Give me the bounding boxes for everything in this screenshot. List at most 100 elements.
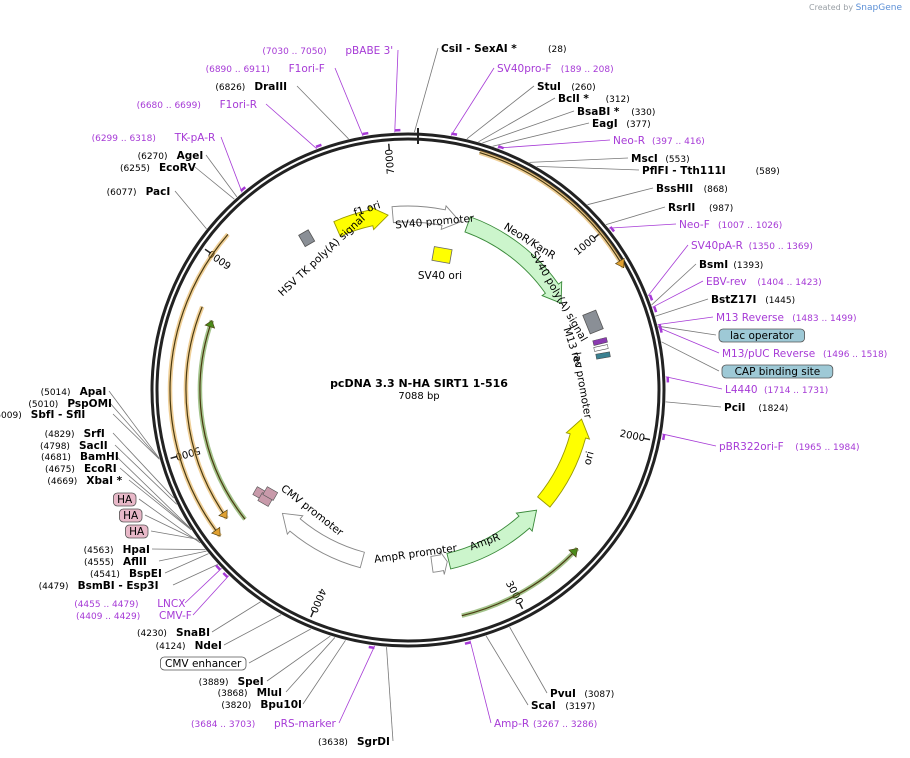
- site-label-52: EcoRV(6255): [120, 162, 197, 174]
- primer-marker-22: [661, 434, 666, 441]
- site-label-43: XbaI *(4669): [47, 475, 122, 487]
- site-name-42: HA: [129, 526, 145, 538]
- site-name-21: PciI: [724, 402, 745, 414]
- site-label-49: PspOMI(5010): [28, 398, 112, 410]
- primer-marker-34: [222, 572, 229, 578]
- primer-marker-57: [362, 131, 369, 136]
- site-name-38: AflII: [123, 556, 147, 568]
- site-pos-39: (4563): [84, 546, 114, 556]
- branding-name: SnapGene: [855, 3, 902, 13]
- site-name-7: MscI: [631, 153, 658, 165]
- site-label-4: BsaBI *(330): [577, 106, 655, 118]
- site-pos-23: (3087): [584, 690, 614, 700]
- site-pos-6: (397 .. 416): [652, 137, 705, 147]
- site-name-47: SrfI: [84, 428, 105, 440]
- site-name-55: F1ori-R: [220, 99, 257, 111]
- leader-7: [529, 157, 629, 163]
- label-hsv-tk-polya: HSV TK poly(A) signal: [276, 213, 367, 299]
- site-name-46: SacII: [79, 440, 108, 452]
- leader-51: [174, 190, 207, 230]
- site-label-48: SbfI - SflI(5009): [0, 409, 85, 421]
- site-pos-12: (1350 .. 1369): [749, 242, 813, 252]
- site-pos-55: (6680 .. 6699): [137, 101, 201, 111]
- site-label-51: PacI(6077): [107, 186, 171, 198]
- site-pos-33: (4230): [137, 629, 167, 639]
- small-features: [252, 229, 611, 507]
- site-label-57: F1ori-F(6890 .. 6911): [206, 63, 325, 75]
- site-pos-0: (28): [548, 45, 566, 55]
- orf-arc-1: [461, 548, 578, 617]
- site-pos-50: (5014): [41, 388, 71, 398]
- site-name-39: HpaI: [123, 544, 150, 556]
- orf-arc-4: [199, 320, 246, 520]
- primer-marker-25: [464, 641, 471, 645]
- leader-10: [605, 206, 666, 225]
- leader-58: [394, 49, 399, 133]
- site-name-43: XbaI *: [86, 475, 122, 487]
- site-label-40: HA: [113, 492, 137, 507]
- orf-head-2: [211, 526, 221, 537]
- site-label-29: MluI(3868): [218, 687, 282, 699]
- leader-57: [334, 67, 364, 137]
- site-label-1: SV40pro-F(189 .. 208): [497, 63, 614, 75]
- site-pos-21: (1824): [758, 404, 788, 414]
- sv40-ori-box: [431, 246, 453, 264]
- site-label-8: PflFI - Tth111I(589): [642, 165, 780, 177]
- leader-40: [138, 498, 201, 544]
- site-pos-58: (7030 .. 7050): [262, 47, 326, 57]
- site-label-50: ApaI(5014): [41, 386, 107, 398]
- primer-marker-54: [240, 186, 247, 192]
- site-label-6: Neo-R (397 .. 416): [613, 135, 705, 147]
- site-name-17: lac operator: [730, 330, 794, 342]
- plasmid-name: pcDNA 3.3 N-HA SIRT1 1-516: [330, 377, 508, 390]
- leader-32: [223, 614, 282, 646]
- leader-26: [386, 647, 394, 742]
- site-pos-46: (4798): [40, 442, 70, 452]
- site-box-31: [159, 656, 247, 671]
- leader-41: [144, 514, 200, 542]
- leader-22: [662, 433, 717, 447]
- leader-24: [485, 635, 529, 706]
- site-pos-53: (6270): [138, 152, 168, 162]
- site-pos-5: (377): [626, 120, 650, 130]
- sv40-polya-box: [582, 309, 604, 335]
- site-name-30: SpeI: [238, 676, 264, 688]
- tick-2: [518, 602, 524, 610]
- leader-42: [150, 530, 198, 540]
- leader-0: [414, 47, 439, 133]
- site-name-19: CAP binding site: [735, 366, 821, 378]
- leader-43: [128, 479, 192, 531]
- leader-23: [509, 626, 548, 694]
- site-name-6: Neo-R: [613, 135, 645, 147]
- leader-3: [478, 97, 556, 143]
- site-label-12: SV40pA-R(1350 .. 1369): [691, 240, 813, 252]
- site-name-22: pBR322ori-F: [719, 441, 784, 453]
- site-box-17: [718, 328, 805, 343]
- leader-45: [115, 455, 191, 528]
- orf-arc-0: [479, 151, 625, 268]
- primer-marker-35: [215, 564, 222, 571]
- site-pos-36: (4479): [39, 582, 69, 592]
- site-name-1: SV40pro-F: [497, 63, 551, 75]
- site-label-42: HA: [125, 524, 149, 539]
- site-labels: CsiI - SexAI *(28)SV40pro-F(189 .. 208)S…: [0, 43, 887, 748]
- site-name-34: CMV-F: [159, 610, 192, 622]
- hsv-tk-polya-box: [298, 229, 316, 248]
- site-name-44: EcoRI: [84, 463, 117, 475]
- label-sv40-polya: SV40 poly(A) signal: [528, 249, 590, 344]
- site-pos-52: (6255): [120, 164, 150, 174]
- site-label-16: M13 Reverse(1483 .. 1499): [716, 312, 856, 324]
- site-name-32: NdeI: [195, 640, 222, 652]
- leader-30: [266, 635, 331, 682]
- site-pos-32: (4124): [156, 642, 186, 652]
- leader-6: [497, 139, 611, 149]
- site-label-0: CsiI - SexAI *(28): [441, 43, 566, 55]
- leader-9: [587, 187, 654, 206]
- site-pos-30: (3889): [199, 678, 229, 688]
- leader-53: [205, 154, 238, 198]
- tick-4: [170, 455, 178, 460]
- site-name-18: M13/pUC Reverse: [722, 348, 815, 360]
- orf-head-1: [568, 548, 578, 558]
- site-label-20: L4440(1714 .. 1731): [725, 384, 828, 396]
- orf-head-0: [614, 257, 625, 269]
